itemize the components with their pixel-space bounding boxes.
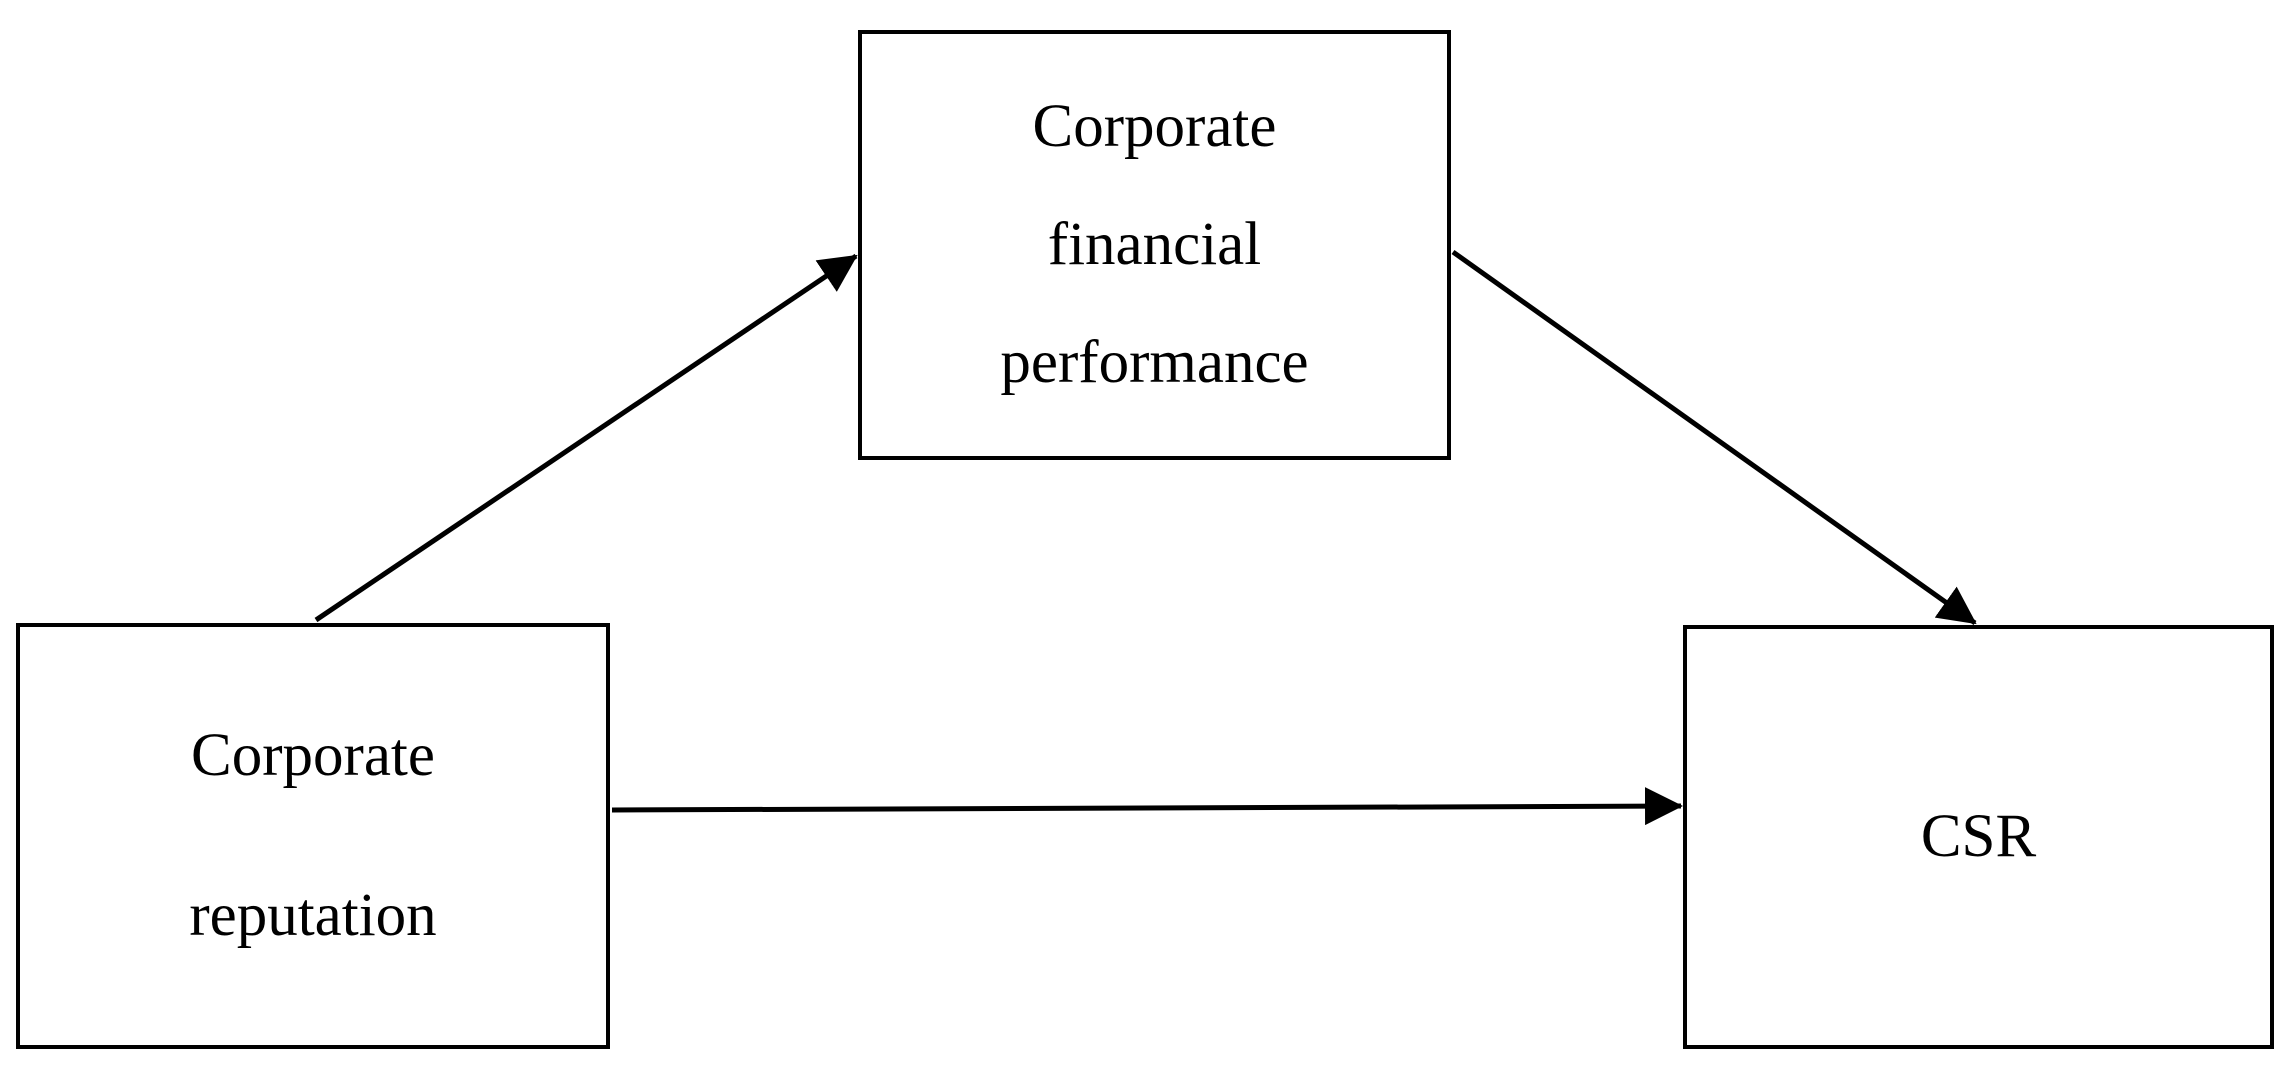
node-label-line: Corporate <box>191 722 435 789</box>
node-label-line: Corporate <box>1032 93 1277 160</box>
node-label-line: CSR <box>1920 803 2037 870</box>
node-label: Corporate financial performance <box>1000 68 1308 422</box>
node-csr: CSR <box>1683 625 2274 1049</box>
node-label-line: reputation <box>189 882 437 949</box>
arrow-reputation-to-csr <box>611 787 1683 826</box>
node-label: CSR <box>1921 778 2036 896</box>
node-corporate-financial-performance: Corporate financial performance <box>858 30 1451 460</box>
node-label-line: performance <box>1000 329 1309 396</box>
arrow-financial-performance-to-csr <box>1451 249 1977 626</box>
node-label: Corporate reputation <box>189 676 436 996</box>
node-corporate-reputation: Corporate reputation <box>16 623 610 1049</box>
arrow-reputation-to-financial-performance <box>314 253 858 623</box>
node-label-line: financial <box>1047 211 1262 278</box>
